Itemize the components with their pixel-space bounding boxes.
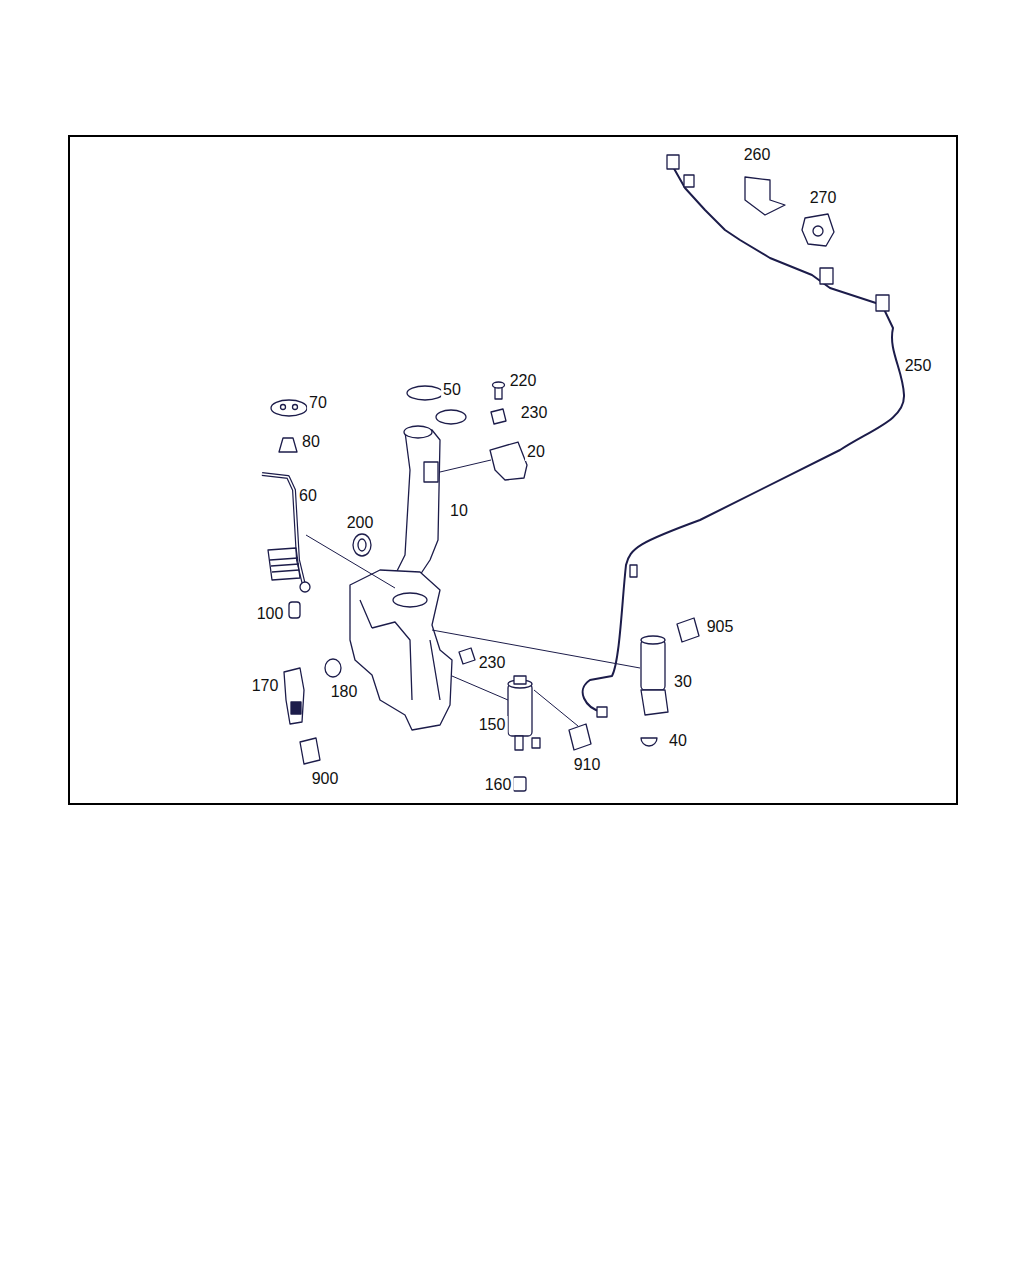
cover-hole (293, 405, 298, 410)
leader-line (432, 630, 640, 668)
callout-number: 60 (297, 487, 319, 505)
tank-opening (393, 593, 427, 607)
bolt-head (493, 382, 505, 388)
tank-tab (424, 462, 438, 482)
pump-seal (513, 777, 526, 791)
hose (583, 305, 904, 712)
grommet-hole (358, 539, 366, 551)
connector-tag (300, 738, 320, 764)
callout-number: 900 (310, 770, 341, 788)
callout-number: 230 (477, 654, 508, 672)
clip-hole (813, 226, 823, 236)
harness-connector (684, 175, 694, 187)
callout-number: 30 (672, 673, 694, 691)
callout-number: 10 (448, 502, 470, 520)
callout-number: 250 (903, 357, 934, 375)
hose-clip (630, 565, 637, 577)
callout-number: 230 (519, 404, 550, 422)
callout-number: 100 (255, 605, 286, 623)
callout-number: 180 (329, 683, 360, 701)
callout-number: 220 (508, 372, 539, 390)
callout-number: 80 (300, 433, 322, 451)
callout-number: 170 (250, 677, 281, 695)
tank-filler (404, 426, 432, 438)
wiring-harness (672, 165, 882, 305)
pipe-loop (268, 548, 300, 580)
hose-connector (597, 707, 607, 717)
cap (407, 386, 443, 400)
grommet-ring (353, 534, 371, 556)
leader-line (306, 535, 395, 588)
callout-number: 150 (477, 716, 508, 734)
frame (69, 136, 957, 804)
bracket (490, 442, 527, 480)
pump-outlet (514, 676, 526, 684)
leader-line (440, 460, 491, 472)
pipe-end (300, 582, 310, 592)
callout-number: 910 (572, 756, 603, 774)
callout-number: 40 (667, 732, 689, 750)
leader-lines (306, 460, 640, 726)
pump-top (641, 636, 665, 644)
pump-base (641, 690, 668, 715)
pump-plug (532, 738, 540, 748)
harness-connector (876, 295, 889, 311)
callout-number: 50 (441, 381, 463, 399)
seal-ring (436, 410, 466, 424)
leader-line (452, 676, 508, 700)
headlamp-pump (641, 640, 665, 690)
callout-number: 270 (808, 189, 839, 207)
cover (271, 400, 307, 416)
tank-neck (395, 430, 440, 575)
connector-tag (569, 724, 591, 750)
harness-clip (802, 214, 834, 246)
tank-body (350, 570, 452, 730)
clip (491, 409, 506, 424)
callout-number: 260 (742, 146, 773, 164)
callout-number: 160 (483, 776, 514, 794)
harness-connector (820, 268, 833, 284)
leader-line (534, 690, 578, 726)
grommet (279, 438, 297, 452)
cover-hole (281, 405, 286, 410)
harness-connector (667, 155, 679, 169)
pipe-ribs (270, 558, 299, 572)
sleeve (289, 602, 300, 618)
callout-number: 20 (525, 443, 547, 461)
connector-tag (677, 618, 699, 642)
plug (325, 659, 341, 677)
harness-bracket (745, 177, 785, 215)
parts (262, 155, 904, 791)
tank-detail (360, 600, 440, 700)
clip (459, 648, 475, 664)
washer-pump (508, 684, 532, 736)
callout-number: 200 (345, 514, 376, 532)
sensor-plug (291, 702, 301, 714)
pump-grommet (641, 738, 657, 746)
callout-number: 905 (705, 618, 736, 636)
pump-nozzle (515, 736, 523, 750)
level-sensor (284, 668, 304, 724)
callout-number: 70 (307, 394, 329, 412)
